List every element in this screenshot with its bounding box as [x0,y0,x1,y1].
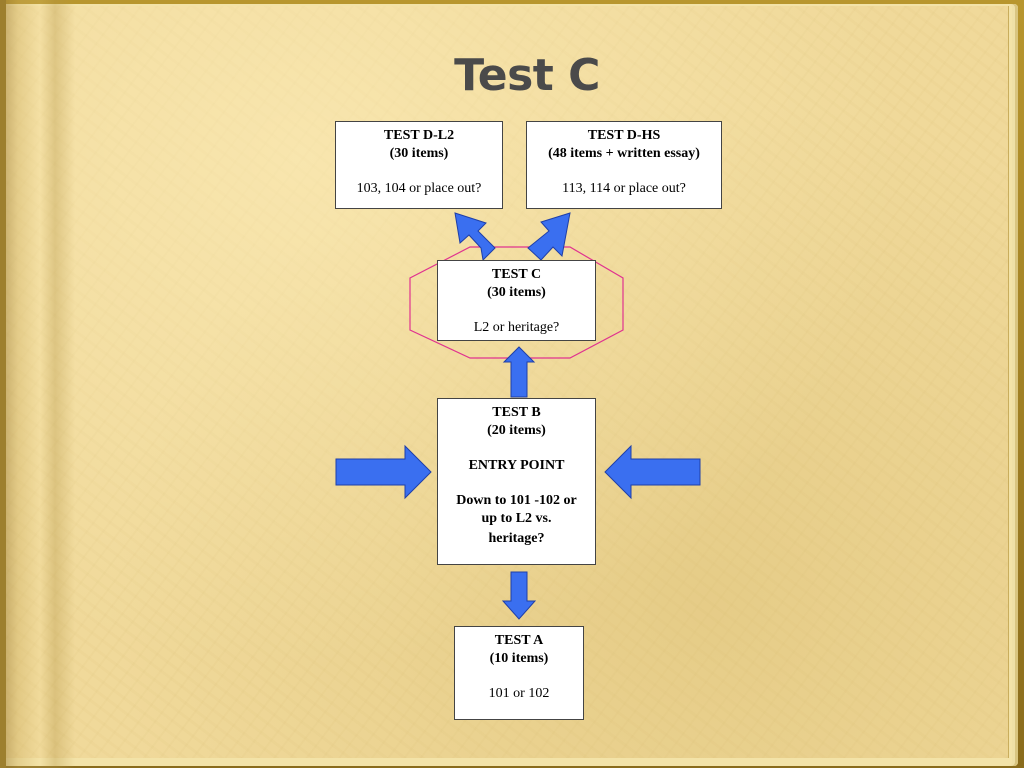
book-binding-shadow [0,0,110,768]
test-d-hs-note: 113, 114 or place out? [562,181,686,196]
test-d-hs-title: TEST D-HS [587,128,661,143]
test-c-box: TEST C (30 items) L2 or heritage? [437,260,596,341]
test-d-l2-note: 103, 104 or place out? [356,181,482,196]
test-a-box: TEST A (10 items) 101 or 102 [454,626,584,720]
test-c-items: (30 items) [487,285,546,300]
book-spine-edge [0,0,6,768]
test-b-note-line1: Down to 101 -102 or [456,493,577,508]
book-page [0,6,1009,758]
test-a-title: TEST A [494,633,544,648]
test-b-items: (20 items) [487,423,546,438]
test-d-l2-box: TEST D-L2 (30 items) 103, 104 or place o… [335,121,503,209]
test-c-note: L2 or heritage? [473,320,560,335]
test-b-note-line3: heritage? [488,531,545,546]
test-b-box: TEST B (20 items) ENTRY POINT Down to 10… [437,398,596,565]
test-b-note-line2: up to L2 vs. [481,511,552,526]
test-c-title: TEST C [491,267,542,282]
test-d-l2-items: (30 items) [389,146,449,161]
slide-title: Test C [454,50,600,101]
test-d-hs-items: (48 items + written essay) [548,146,700,161]
test-b-title: TEST B [492,405,541,420]
test-d-l2-title: TEST D-L2 [383,128,455,143]
test-b-entry-point: ENTRY POINT [468,458,565,473]
test-d-hs-box: TEST D-HS (48 items + written essay) 113… [526,121,722,209]
test-a-note: 101 or 102 [488,686,550,701]
test-a-items: (10 items) [489,651,549,666]
